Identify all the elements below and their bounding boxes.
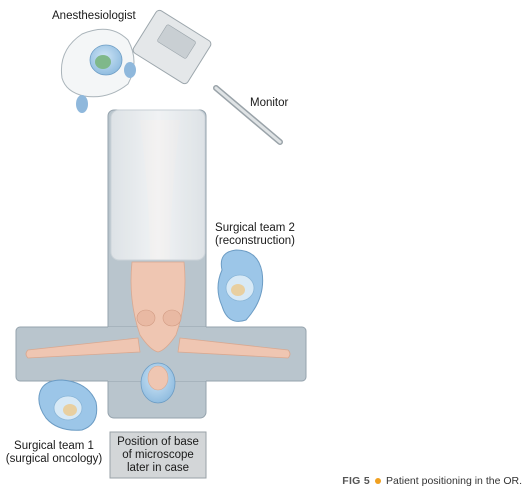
microscope-label-line-3: later in case bbox=[126, 462, 189, 474]
microscope-label-line-1: Position of base bbox=[117, 436, 199, 448]
caption-text: Patient positioning in the OR. bbox=[386, 475, 522, 487]
surgical-team-2-line-2: (reconstruction) bbox=[215, 235, 295, 247]
microscope-base-box bbox=[109, 431, 207, 479]
figure-number: FIG 5 bbox=[342, 475, 370, 487]
anesthesiologist-figure bbox=[60, 28, 136, 113]
surgical-team-1-label: Surgical team 1 (surgical oncology) bbox=[4, 440, 104, 466]
monitor-device bbox=[213, 85, 283, 145]
figure-caption: FIG 5 Patient positioning in the OR. bbox=[342, 475, 522, 487]
surgical-team-1-line-2: (surgical oncology) bbox=[5, 453, 103, 465]
anesthesia-machine bbox=[132, 9, 212, 85]
surgical-team-2-label: Surgical team 2 (reconstruction) bbox=[212, 222, 298, 248]
anesthesiologist-label: Anesthesiologist bbox=[52, 10, 136, 22]
monitor-label: Monitor bbox=[250, 97, 289, 109]
surgical-team-2-line-1: Surgical team 2 bbox=[215, 222, 295, 234]
caption-bullet-icon bbox=[375, 477, 381, 484]
microscope-position-label: Position of base of microscope later in … bbox=[110, 436, 206, 475]
microscope-label-line-2: of microscope bbox=[122, 449, 194, 461]
surgical-team-2-figure bbox=[217, 249, 264, 322]
surgical-team-1-figure bbox=[38, 379, 98, 431]
surgical-team-1-line-1: Surgical team 1 bbox=[14, 440, 94, 452]
surgical-drape bbox=[110, 109, 206, 261]
